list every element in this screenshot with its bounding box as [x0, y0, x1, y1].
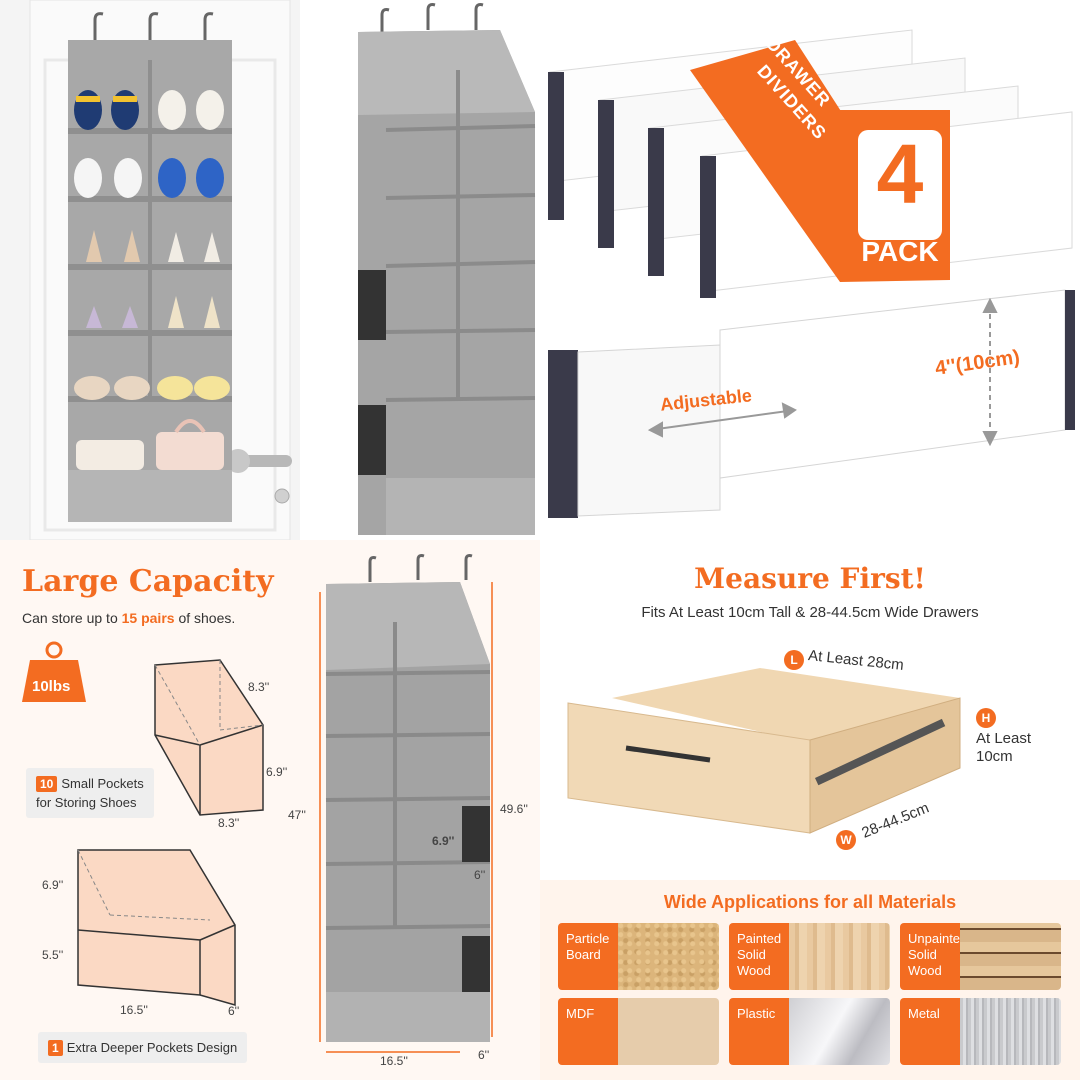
- material-label: Metal: [900, 998, 960, 1065]
- small-pocket-top-dim: 8.3'': [248, 680, 270, 694]
- capacity-panel: Large Capacity Can store up to 15 pairs …: [0, 540, 540, 1080]
- weight-label: 10lbs: [32, 678, 71, 695]
- capacity-title: Large Capacity: [22, 564, 274, 599]
- deep-pocket-top-dim: 6.9'': [42, 878, 64, 892]
- pack-count: 4: [876, 127, 924, 221]
- deep-pocket-diagram: [77, 849, 236, 1006]
- material-tile-unpainted-solid-wood: Unpainted Solid Wood: [900, 923, 1061, 990]
- particle-board-swatch: [618, 923, 719, 990]
- mdf-swatch: [618, 998, 719, 1065]
- material-label: Particle Board: [558, 923, 618, 990]
- height-text-line1: At Least: [976, 730, 1032, 747]
- organizer-total-height-dim: 49.6'': [500, 802, 528, 816]
- materials-panel: Wide Applications for all Materials Part…: [540, 880, 1080, 1080]
- organizer-depth-dim: 6'': [478, 1048, 490, 1062]
- measure-panel: Measure First! Fits At Least 10cm Tall &…: [540, 540, 1080, 880]
- organizer-pocket-dim: 6.9'': [432, 834, 455, 848]
- drawer-diagram: [567, 668, 961, 834]
- measure-title: Measure First!: [694, 562, 926, 595]
- material-label: Unpainted Solid Wood: [900, 923, 967, 990]
- painted-wood-swatch: [789, 923, 890, 990]
- deep-pockets-text: Extra Deeper Pockets Design: [66, 1040, 238, 1055]
- drawer-dividers-illustration: [548, 29, 1075, 518]
- capacity-subtitle: Can store up to 15 pairs of shoes.: [22, 610, 235, 626]
- weight-icon: [22, 641, 86, 702]
- divider-pack-panel: DRAWER DIVIDERS 4 PACK Adjustable 4''(10…: [540, 0, 1080, 540]
- height-badge: H: [976, 708, 996, 728]
- material-tile-mdf: MDF: [558, 998, 719, 1065]
- material-label: Painted Solid Wood: [729, 923, 789, 990]
- material-tile-metal: Metal: [900, 998, 1061, 1065]
- small-pocket-bottom-dim: 8.3'': [218, 816, 240, 830]
- materials-title: Wide Applications for all Materials: [663, 892, 957, 912]
- material-label: Plastic: [729, 998, 789, 1065]
- measure-subtitle: Fits At Least 10cm Tall & 28-44.5cm Wide…: [641, 604, 979, 621]
- organizer-pocket-depth-dim: 6'': [474, 868, 486, 882]
- deep-pockets-count: 1: [48, 1040, 63, 1056]
- plastic-swatch: [789, 998, 890, 1065]
- unpainted-wood-swatch: [960, 923, 1061, 990]
- width-badge: W: [836, 830, 856, 850]
- material-tile-particle-board: Particle Board: [558, 923, 719, 990]
- small-pocket-side-dim: 6.9'': [266, 765, 288, 779]
- length-badge: L: [784, 650, 804, 670]
- deep-pocket-width-dim: 16.5'': [120, 1003, 148, 1017]
- small-pockets-line2: for Storing Shoes: [36, 795, 137, 810]
- capacity-subtitle-pre: Can store up to: [22, 610, 122, 626]
- organizer-width-dim: 16.5'': [380, 1054, 408, 1068]
- capacity-subtitle-bold: 15 pairs: [121, 610, 175, 626]
- small-pocket-diagram: [154, 659, 264, 816]
- small-pockets-count: 10: [36, 776, 58, 792]
- deep-pocket-mid-dim: 5.5'': [42, 948, 64, 962]
- metal-swatch: [960, 998, 1061, 1065]
- material-tile-painted-solid-wood: Painted Solid Wood: [729, 923, 890, 990]
- pack-unit: PACK: [861, 236, 939, 267]
- organizer-photo-panel: [0, 0, 540, 540]
- small-pockets-line1: Small Pockets: [61, 776, 144, 791]
- capacity-subtitle-post: of shoes.: [174, 610, 236, 626]
- deep-pocket-depth-dim: 6'': [228, 1004, 240, 1018]
- organizer-height-dim: 47'': [288, 808, 306, 822]
- material-tile-plastic: Plastic: [729, 998, 890, 1065]
- material-label: MDF: [558, 998, 618, 1065]
- organizer-dimension-diagram: [319, 554, 493, 1053]
- height-text-line2: 10cm: [976, 748, 1013, 765]
- door-organizer-illustration: [0, 0, 536, 540]
